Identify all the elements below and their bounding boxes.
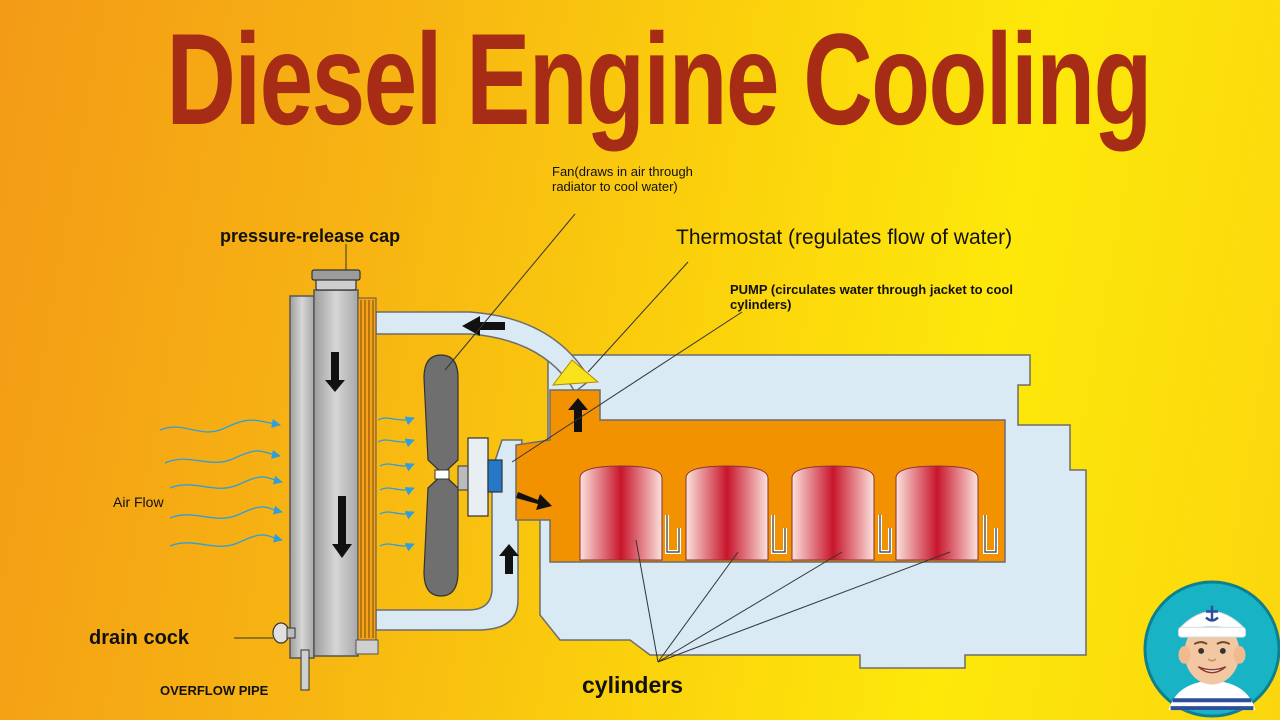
fan bbox=[423, 354, 503, 597]
pressure-cap-label: pressure-release cap bbox=[220, 226, 401, 246]
cylinders-label: cylinders bbox=[582, 672, 683, 698]
cylinder-row bbox=[579, 465, 979, 561]
page-title: Diesel Engine Cooling bbox=[166, 6, 1152, 152]
leader-lines bbox=[444, 213, 951, 663]
cylinder-3 bbox=[791, 465, 875, 561]
pump bbox=[487, 459, 503, 493]
jacket-flow-arrows-outline bbox=[666, 515, 997, 553]
upper-hose bbox=[375, 311, 591, 394]
thermostat-label: Thermostat (regulates flow of water) bbox=[676, 226, 1013, 249]
cylinder-4 bbox=[895, 465, 979, 561]
fan-label: Fan(draws in air through radiator to coo… bbox=[552, 164, 693, 195]
sailor-mascot-icon bbox=[1143, 580, 1280, 718]
flow-arrow-icon bbox=[499, 544, 519, 574]
flow-arrow-icon bbox=[325, 352, 345, 392]
cylinder-2 bbox=[685, 465, 769, 561]
pressure-release-cap bbox=[311, 244, 361, 291]
drain-cock bbox=[234, 622, 296, 644]
drain-cock-label: drain cock bbox=[89, 627, 190, 649]
radiator bbox=[289, 289, 379, 659]
overflow-pipe bbox=[300, 649, 310, 691]
pump-label: PUMP (circulates water through jacket to… bbox=[730, 282, 1013, 313]
flow-arrow-icon bbox=[462, 316, 505, 336]
flow-arrow-icon bbox=[516, 492, 552, 510]
air-flow-arrows bbox=[159, 416, 415, 552]
flow-arrow-icon bbox=[332, 496, 352, 558]
flow-arrow-icon bbox=[568, 398, 588, 432]
thermostat bbox=[551, 359, 600, 386]
cylinder-1 bbox=[579, 465, 663, 561]
air-flow-label: Air Flow bbox=[113, 494, 164, 510]
lower-hose bbox=[375, 439, 523, 631]
coolant-flow-arrows bbox=[325, 316, 588, 574]
overflow-pipe-label: OVERFLOW PIPE bbox=[160, 683, 269, 698]
